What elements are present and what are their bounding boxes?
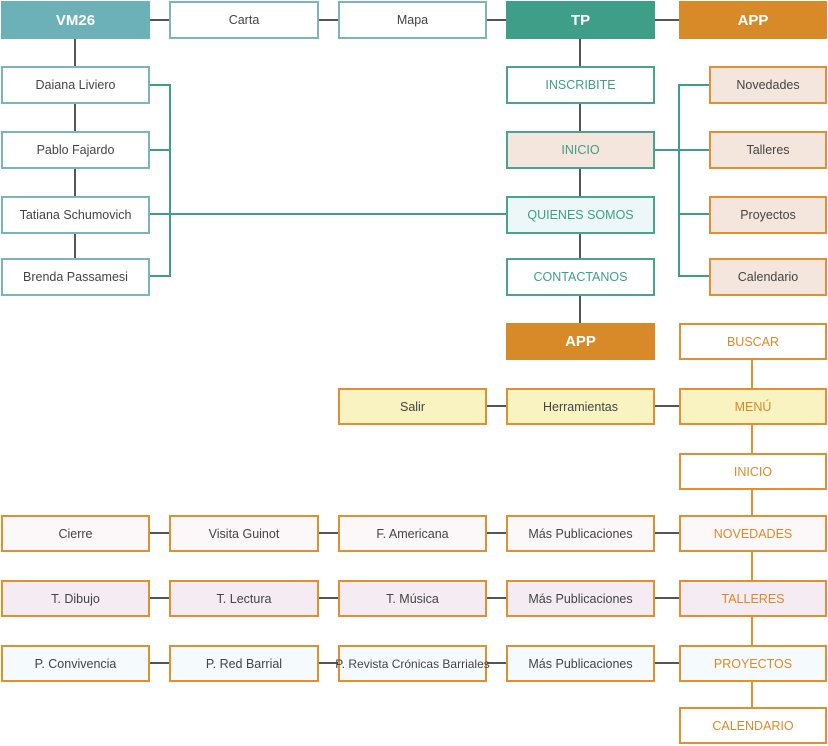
app-main-header[interactable]: APP [506, 323, 655, 360]
connector [678, 84, 709, 277]
app-buscar[interactable]: BUSCAR [679, 323, 827, 360]
tp-contactanos[interactable]: CONTACTANOS [506, 258, 655, 296]
tp-inicio[interactable]: INICIO [506, 131, 655, 169]
tp-header[interactable]: TP [506, 1, 655, 39]
member-tatiana-schumovich[interactable]: Tatiana Schumovich [1, 196, 150, 234]
app-novedades[interactable]: NOVEDADES [679, 515, 827, 552]
talleres-t-lectura[interactable]: T. Lectura [169, 580, 319, 617]
member-brenda-passamesi[interactable]: Brenda Passamesi [1, 258, 150, 296]
novedades-cierre[interactable]: Cierre [1, 515, 150, 552]
vm26-header[interactable]: VM26 [1, 1, 150, 39]
talleres-mas-publicaciones[interactable]: Más Publicaciones [506, 580, 655, 617]
app-talleres[interactable]: TALLERES [679, 580, 827, 617]
tp-inscribite[interactable]: INSCRIBITE [506, 66, 655, 104]
tp-quienes-somos[interactable]: QUIENES SOMOS [506, 196, 655, 234]
side-proyectos[interactable]: Proyectos [709, 196, 827, 234]
novedades-visita-guinot[interactable]: Visita Guinot [169, 515, 319, 552]
member-daiana-liviero[interactable]: Daiana Liviero [1, 66, 150, 104]
member-pablo-fajardo[interactable]: Pablo Fajardo [1, 131, 150, 169]
app-header[interactable]: APP [679, 1, 827, 39]
carta-node[interactable]: Carta [169, 1, 319, 39]
app-calendario[interactable]: CALENDARIO [679, 707, 827, 744]
novedades-f-americana[interactable]: F. Americana [338, 515, 487, 552]
app-inicio[interactable]: INICIO [679, 453, 827, 490]
app-proyectos[interactable]: PROYECTOS [679, 645, 827, 682]
novedades-mas-publicaciones[interactable]: Más Publicaciones [506, 515, 655, 552]
proyectos-mas-publicaciones[interactable]: Más Publicaciones [506, 645, 655, 682]
talleres-t-dibujo[interactable]: T. Dibujo [1, 580, 150, 617]
proyectos-p-revista-cronicas-barriales[interactable]: P. Revista Crónicas Barriales [335, 645, 490, 682]
app-salir[interactable]: Salir [338, 388, 487, 425]
proyectos-p-convivencia[interactable]: P. Convivencia [1, 645, 150, 682]
app-menu[interactable]: MENÚ [679, 388, 827, 425]
talleres-t-musica[interactable]: T. Música [338, 580, 487, 617]
connector [150, 84, 171, 277]
side-talleres[interactable]: Talleres [709, 131, 827, 169]
app-herramientas[interactable]: Herramientas [506, 388, 655, 425]
mapa-node[interactable]: Mapa [338, 1, 487, 39]
proyectos-p-red-barrial[interactable]: P. Red Barrial [169, 645, 319, 682]
side-calendario[interactable]: Calendario [709, 258, 827, 296]
side-novedades[interactable]: Novedades [709, 66, 827, 104]
